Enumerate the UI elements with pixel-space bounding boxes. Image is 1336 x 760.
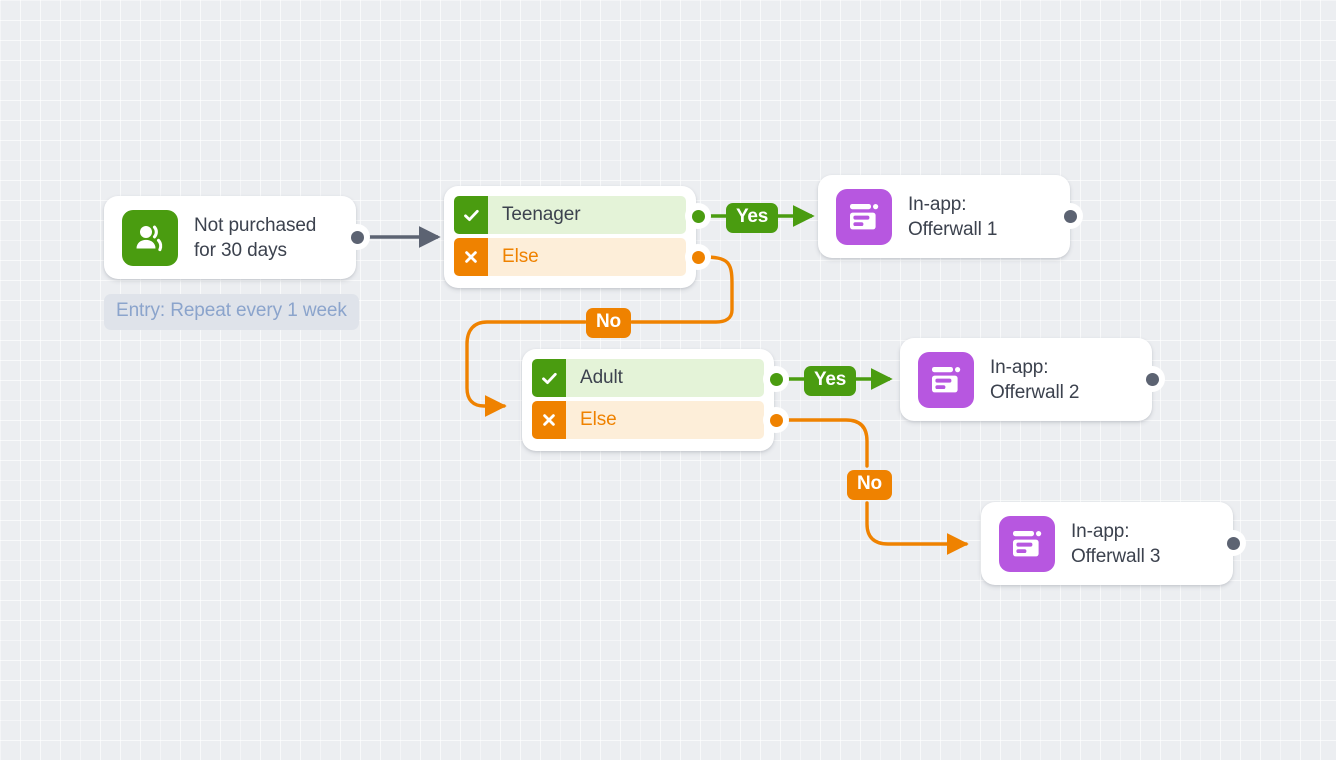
condition-row-adult[interactable]: Adult <box>532 359 764 397</box>
action-1-output-port[interactable] <box>1057 203 1083 229</box>
edge-label-yes-2: Yes <box>804 366 857 396</box>
condition-1-yes-port[interactable] <box>685 203 711 229</box>
condition-row-teenager[interactable]: Teenager <box>454 196 686 234</box>
users-icon <box>122 209 178 266</box>
condition-node-adult[interactable]: Adult Else <box>522 349 774 451</box>
in-app-message-icon <box>918 351 974 408</box>
condition-node-teenager[interactable]: Teenager Else <box>444 186 696 288</box>
entry-badge: Entry: Repeat every 1 week <box>104 294 359 330</box>
cross-icon <box>532 401 566 439</box>
action-node-offerwall-2[interactable]: In-app: Offerwall 2 <box>900 338 1152 421</box>
check-icon <box>532 359 566 397</box>
action-node-title: In-app: Offerwall 3 <box>1071 520 1161 567</box>
edge-label-no-2: No <box>847 470 892 500</box>
action-3-output-port[interactable] <box>1220 530 1246 556</box>
action-node-title: In-app: Offerwall 2 <box>990 356 1080 403</box>
trigger-output-port[interactable] <box>344 224 370 250</box>
condition-row-label: Else <box>580 409 617 430</box>
condition-row-label: Adult <box>580 367 623 388</box>
condition-2-no-port[interactable] <box>763 407 789 433</box>
action-2-output-port[interactable] <box>1139 366 1165 392</box>
trigger-node-title: Not purchased for 30 days <box>194 214 317 261</box>
in-app-message-icon <box>836 188 892 245</box>
trigger-node[interactable]: Not purchased for 30 days <box>104 196 356 279</box>
check-icon <box>454 196 488 234</box>
edge-label-yes-1: Yes <box>726 203 779 233</box>
cross-icon <box>454 238 488 276</box>
condition-row-label: Teenager <box>502 204 581 225</box>
edge-label-no-1: No <box>586 308 631 338</box>
action-node-offerwall-3[interactable]: In-app: Offerwall 3 <box>981 502 1233 585</box>
action-node-title: In-app: Offerwall 1 <box>908 193 998 240</box>
condition-1-no-port[interactable] <box>685 244 711 270</box>
condition-row-else-2[interactable]: Else <box>532 401 764 439</box>
condition-2-yes-port[interactable] <box>763 366 789 392</box>
in-app-message-icon <box>999 515 1055 572</box>
condition-row-label: Else <box>502 246 539 267</box>
condition-row-else-1[interactable]: Else <box>454 238 686 276</box>
action-node-offerwall-1[interactable]: In-app: Offerwall 1 <box>818 175 1070 258</box>
